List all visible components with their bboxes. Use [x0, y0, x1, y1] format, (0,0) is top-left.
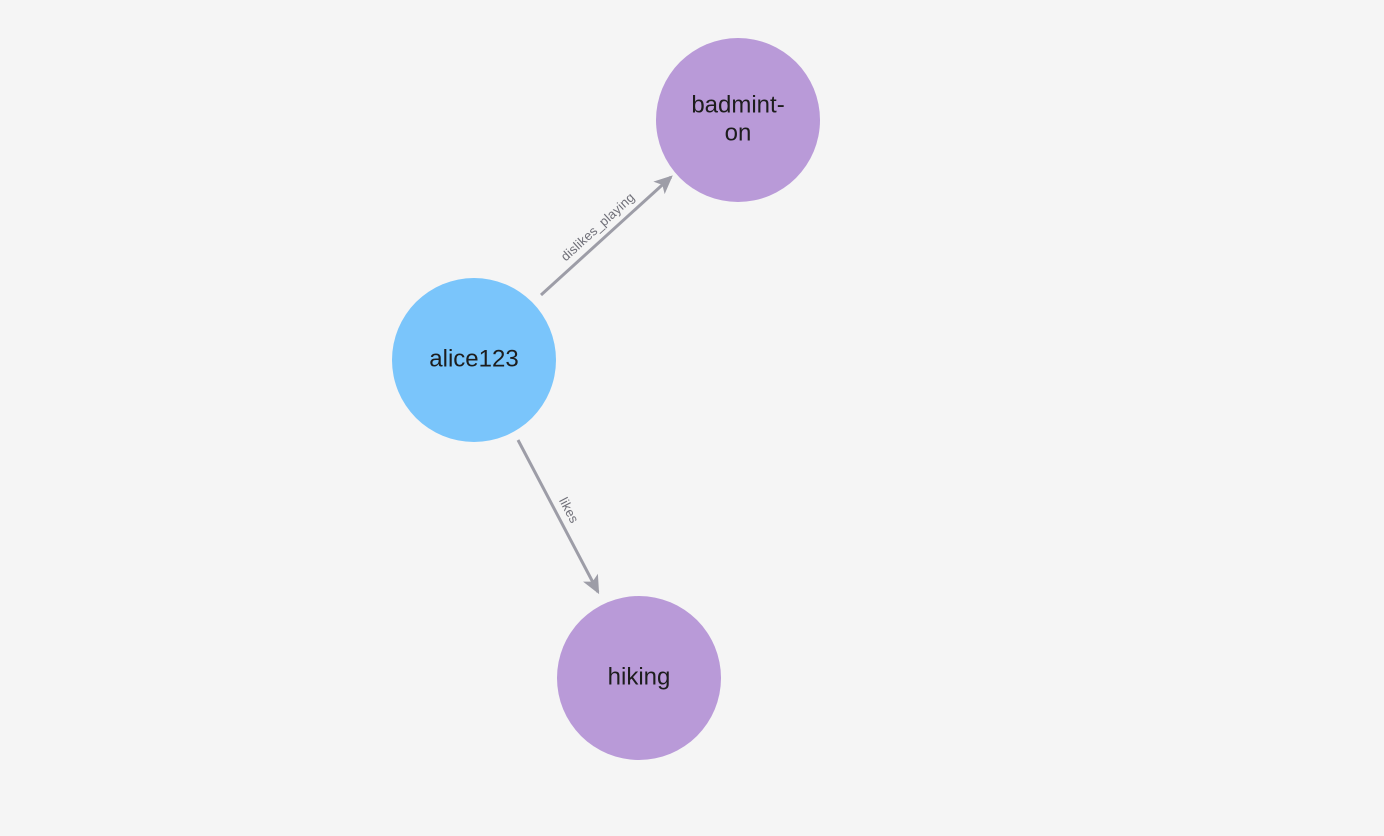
edge-line — [539, 175, 673, 297]
graph-edge[interactable]: dislikes_playing — [539, 175, 673, 297]
edge-label: dislikes_playing — [558, 190, 638, 264]
node-circle[interactable] — [557, 596, 721, 760]
graph-node-hiking[interactable]: hiking — [557, 596, 721, 760]
node-circle[interactable] — [392, 278, 556, 442]
node-circle[interactable] — [656, 38, 820, 202]
graph-node-badminton[interactable]: badmint-on — [656, 38, 820, 202]
nodes-layer: alice123 badmint-on hiking — [392, 38, 820, 760]
graph-node-alice123[interactable]: alice123 — [392, 278, 556, 442]
graph-edge[interactable]: likes — [516, 439, 600, 595]
edge-line — [516, 439, 600, 595]
